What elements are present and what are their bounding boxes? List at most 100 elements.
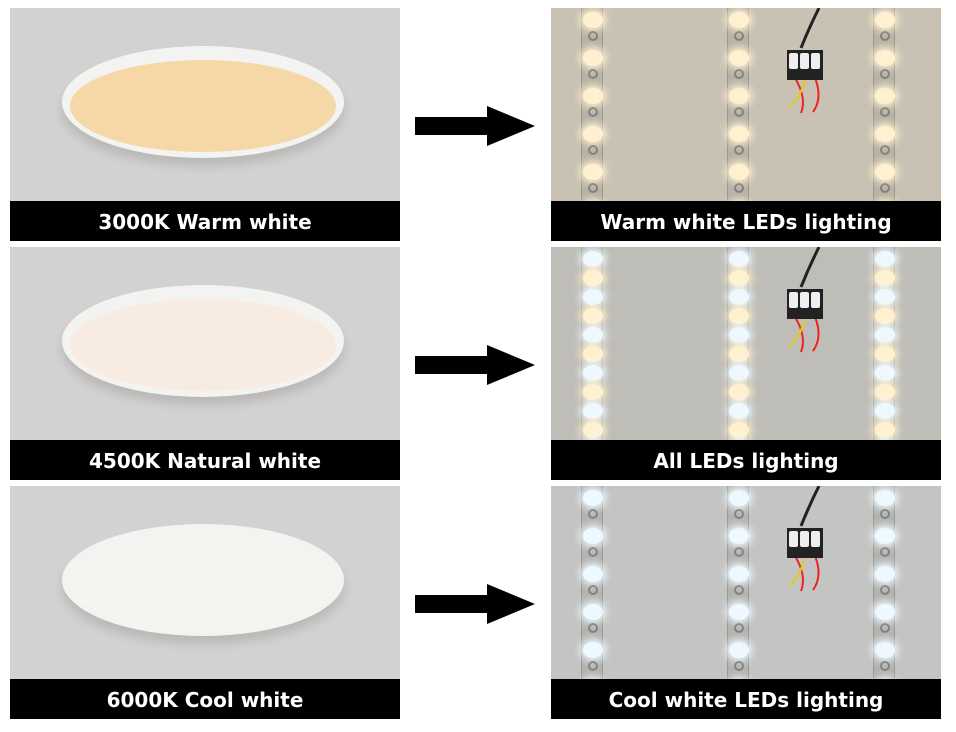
led-strip	[581, 8, 603, 218]
arrow-right-icon	[415, 345, 535, 385]
led	[875, 251, 895, 267]
terminal-block	[787, 289, 823, 319]
led	[729, 642, 749, 658]
color-temperature-label: 4500K Natural white	[10, 440, 400, 480]
led	[729, 12, 749, 28]
ceiling-lamp-panel: 6000K Cool white	[10, 486, 400, 719]
led	[729, 365, 749, 381]
led	[583, 403, 603, 419]
led	[583, 422, 603, 438]
led	[729, 50, 749, 66]
led	[729, 566, 749, 582]
led	[875, 50, 895, 66]
led-pad	[734, 547, 744, 557]
led-pad	[734, 145, 744, 155]
comparison-row: 3000K Warm white Warm white LEDs lightin…	[0, 8, 956, 241]
led	[583, 566, 603, 582]
led	[875, 346, 895, 362]
led-pad	[880, 623, 890, 633]
led-pad	[734, 183, 744, 193]
led-pad	[588, 509, 598, 519]
led	[729, 422, 749, 438]
led	[729, 88, 749, 104]
arrow-right-icon	[415, 584, 535, 624]
led-board-panel: Warm white LEDs lighting	[551, 8, 941, 241]
led	[729, 403, 749, 419]
led-pad	[880, 69, 890, 79]
led	[875, 566, 895, 582]
led	[583, 164, 603, 180]
led-pad	[734, 31, 744, 41]
led-strip	[873, 247, 895, 457]
led-strip	[727, 247, 749, 457]
led-pad	[734, 509, 744, 519]
led	[583, 384, 603, 400]
led-pad	[588, 31, 598, 41]
comparison-row: 6000K Cool white Cool white LEDs lightin…	[0, 486, 956, 719]
led-pad	[880, 547, 890, 557]
led	[729, 327, 749, 343]
led	[729, 604, 749, 620]
led	[729, 164, 749, 180]
led	[583, 346, 603, 362]
led	[875, 642, 895, 658]
comparison-row: 4500K Natural white All LEDs lighting	[0, 247, 956, 480]
led	[875, 365, 895, 381]
led	[583, 604, 603, 620]
led-pad	[880, 509, 890, 519]
led	[583, 308, 603, 324]
led	[583, 12, 603, 28]
led	[583, 270, 603, 286]
led	[583, 289, 603, 305]
led-pad	[734, 585, 744, 595]
led	[875, 308, 895, 324]
led-strip	[727, 8, 749, 218]
led-pad	[880, 585, 890, 595]
led-pad	[588, 145, 598, 155]
led-pad	[880, 183, 890, 193]
led-strip	[727, 486, 749, 696]
led-pad	[880, 145, 890, 155]
led	[875, 528, 895, 544]
led	[583, 126, 603, 142]
led	[729, 251, 749, 267]
led-lighting-label: All LEDs lighting	[551, 440, 941, 480]
led	[583, 50, 603, 66]
led	[583, 528, 603, 544]
led-pad	[588, 107, 598, 117]
led-pad	[588, 623, 598, 633]
led-board-panel: Cool white LEDs lighting	[551, 486, 941, 719]
led	[875, 422, 895, 438]
led-strip	[873, 8, 895, 218]
led	[875, 289, 895, 305]
led-strip	[581, 247, 603, 457]
led	[875, 164, 895, 180]
led	[875, 12, 895, 28]
terminal-block	[787, 528, 823, 558]
led-pad	[734, 623, 744, 633]
wires-icon	[788, 486, 821, 592]
led	[875, 403, 895, 419]
led-strip	[873, 486, 895, 696]
led	[729, 308, 749, 324]
led	[583, 251, 603, 267]
led	[729, 289, 749, 305]
led	[875, 126, 895, 142]
led-pad	[880, 661, 890, 671]
led-pad	[588, 183, 598, 193]
ceiling-lamp-image	[62, 524, 344, 636]
led-strip	[581, 486, 603, 696]
led	[875, 604, 895, 620]
led	[583, 365, 603, 381]
led-pad	[734, 69, 744, 79]
led	[583, 88, 603, 104]
led	[583, 490, 603, 506]
led-lighting-label: Warm white LEDs lighting	[551, 201, 941, 241]
led-pad	[588, 69, 598, 79]
ceiling-lamp-panel: 3000K Warm white	[10, 8, 400, 241]
led	[875, 327, 895, 343]
led	[875, 88, 895, 104]
led	[729, 384, 749, 400]
color-temperature-label: 3000K Warm white	[10, 201, 400, 241]
arrow-right-icon	[415, 106, 535, 146]
